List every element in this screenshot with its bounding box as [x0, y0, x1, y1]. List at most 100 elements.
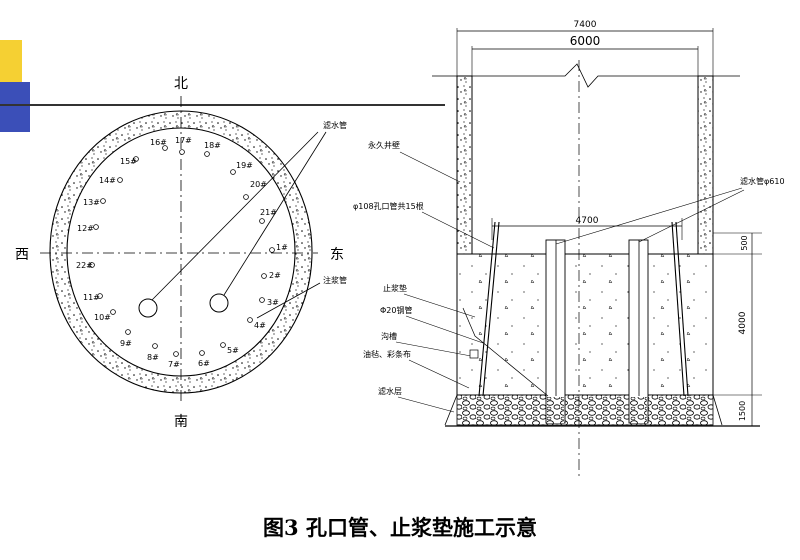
leader-drain-left [151, 131, 319, 301]
dim-7400: 7400 [574, 20, 597, 30]
hole-21-marker [259, 218, 265, 224]
drain-pipe-circle-right [209, 293, 229, 313]
wall-left [456, 75, 473, 255]
gravel-edge-left [444, 394, 458, 426]
hole-4-marker [247, 317, 253, 323]
figure-caption: 图3 孔口管、止浆垫施工示意 [263, 515, 537, 540]
hole-20-marker [243, 194, 249, 200]
dir-north: 北 [174, 76, 188, 92]
hole-7-label: 7# [168, 360, 180, 369]
hole-17-label: 17# [175, 136, 192, 145]
dir-east: 东 [330, 247, 344, 263]
hole-1-marker [269, 247, 275, 253]
hole-12-marker [93, 224, 99, 230]
leader-orifice-pipe [421, 211, 495, 249]
leader-ditch [395, 341, 472, 357]
leader-steel-pipe [405, 315, 484, 344]
dir-south: 南 [174, 414, 188, 430]
leader-drain-right [223, 131, 327, 296]
drain-layer-gravel [456, 394, 714, 426]
hole-22-label: 22# [76, 261, 93, 270]
section-view: 7400 6000 [353, 20, 785, 476]
hole-4-label: 4# [254, 321, 266, 330]
hole-5-marker [220, 342, 226, 348]
hole-15-marker [133, 156, 139, 162]
hole-15-label: 15# [120, 157, 137, 166]
dim-4000: 4000 [738, 311, 748, 334]
hole-group: 1#2#3#4#5#6#7#8#9#10#11#12#13#14#15#16#1… [76, 136, 288, 369]
hole-6-label: 6# [198, 359, 210, 368]
orifice-pipe-left [478, 221, 496, 397]
pad-slope-line [462, 307, 549, 397]
hole-7-marker [173, 351, 179, 357]
accent-blue-block [0, 82, 30, 132]
hole-1-label: 1# [276, 243, 288, 252]
hole-11-marker [97, 293, 103, 299]
ditch-2 [628, 239, 649, 424]
hole-10-marker [110, 309, 116, 315]
label-ditch: 沟槽 [381, 331, 397, 341]
orifice-pipe-right [671, 221, 685, 397]
leader-permanent-wall [399, 151, 461, 183]
dim-1500: 1500 [738, 401, 747, 421]
grout-pad [456, 253, 714, 396]
hole-3-marker [259, 297, 265, 303]
label-sandbag: 油毡、彩条布 [363, 349, 411, 359]
plan-view: 北 南 西 东 1#2#3#4#5#6#7#8#9#10#11#12#13#14… [15, 76, 347, 430]
dim-6000: 6000 [570, 34, 601, 48]
hole-20-label: 20# [250, 180, 267, 189]
leader-grout [256, 282, 321, 319]
leader-sandbag [408, 359, 470, 389]
hole-13-label: 13# [83, 198, 100, 207]
hole-9-label: 9# [120, 339, 132, 348]
label-grout-pad: 止浆垫 [383, 283, 407, 293]
label-permanent-wall: 永久井壁 [368, 140, 400, 150]
hole-6-marker [199, 350, 205, 356]
ditch-2-gravel [630, 397, 647, 423]
drain-pipe-circle-left [138, 298, 158, 318]
ditch-mark [469, 349, 479, 359]
dim-500: 500 [740, 235, 749, 250]
label-drain-pipe-610: 滤水管φ610 [740, 176, 785, 186]
leader-drain-pipe-1 [555, 187, 743, 245]
label-drain-layer: 滤水层 [378, 386, 402, 396]
hole-10-label: 10# [94, 313, 111, 322]
hole-14-label: 14# [99, 176, 116, 185]
hole-16-label: 16# [150, 138, 167, 147]
hole-8-label: 8# [147, 353, 159, 362]
hole-9-marker [125, 329, 131, 335]
hole-16-marker [162, 145, 168, 151]
hole-14-marker [117, 177, 123, 183]
hole-12-label: 12# [77, 224, 94, 233]
gravel-edge-right [712, 394, 723, 426]
dir-west: 西 [15, 247, 29, 263]
accent-yellow-block [0, 40, 22, 90]
label-steel-pipe: Φ20钢管 [380, 305, 412, 315]
hole-11-label: 11# [83, 293, 100, 302]
hole-17-marker [179, 149, 185, 155]
hole-22-marker [89, 262, 95, 268]
hole-18-marker [204, 151, 210, 157]
orifice-pipe-right-2 [675, 221, 689, 397]
ditch-1 [545, 239, 566, 424]
hole-2-marker [261, 273, 267, 279]
label-orifice-pipe: φ108孔口管共15根 [353, 201, 424, 211]
dim-4700: 4700 [576, 216, 599, 226]
accent-rule [0, 104, 445, 106]
hole-21-label: 21# [260, 208, 277, 217]
orifice-pipe-left-2 [482, 221, 500, 397]
hole-19-marker [230, 169, 236, 175]
leader-grout-pad [403, 293, 476, 318]
leader-drain-pipe-2 [638, 189, 745, 243]
hole-13-marker [100, 198, 106, 204]
hole-3-label: 3# [267, 298, 279, 307]
ground-line [432, 63, 740, 88]
ditch-1-gravel [547, 397, 564, 423]
label-drain-pipe: 滤水管 [323, 120, 347, 130]
hole-18-label: 18# [204, 141, 221, 150]
hole-8-marker [152, 343, 158, 349]
hole-2-label: 2# [269, 271, 281, 280]
label-grout-pipe: 注浆管 [323, 275, 347, 285]
